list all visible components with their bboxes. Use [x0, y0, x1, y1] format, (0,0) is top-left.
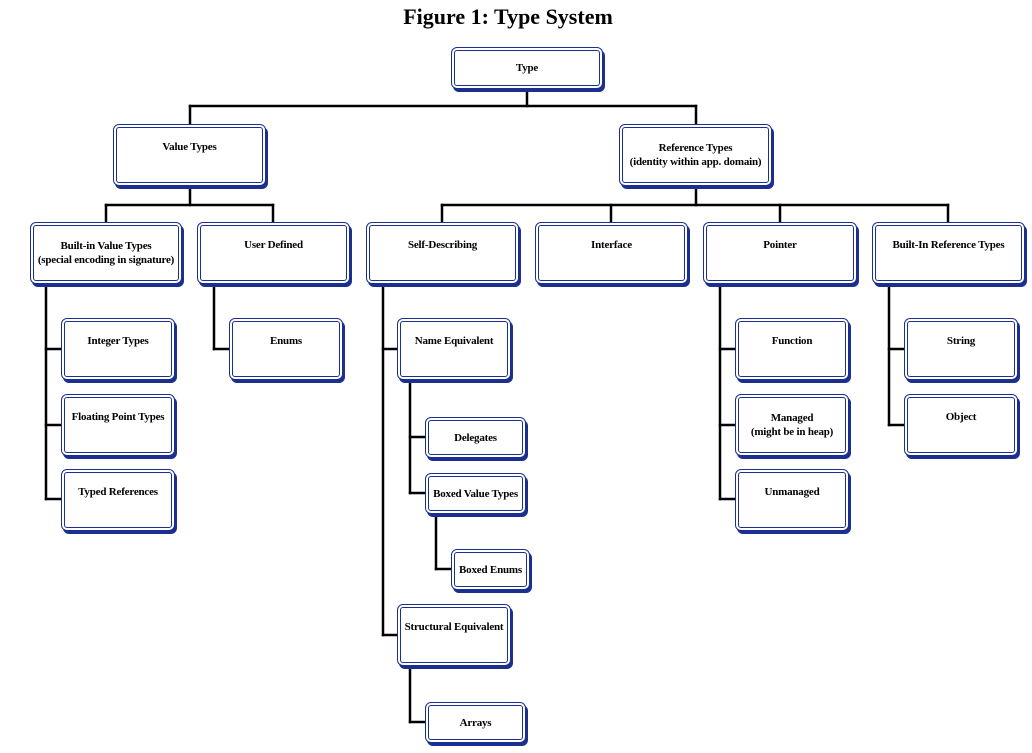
- node-pointer: Pointer: [703, 222, 857, 284]
- node-label: Managed: [770, 412, 814, 424]
- node-label: Object: [945, 411, 977, 423]
- node-type: Type: [451, 47, 603, 89]
- node-structural-equivalent: Structural Equivalent: [397, 604, 511, 666]
- node-integer-types: Integer Types: [61, 318, 175, 380]
- node-label: User Defined: [244, 239, 303, 251]
- node-label: Delegates: [454, 431, 497, 444]
- node-label: (special encoding in signature): [37, 254, 175, 266]
- figure-title: Figure 1: Type System: [403, 4, 613, 29]
- node-label: Built-in Value Types: [60, 240, 152, 252]
- node-label: Integer Types: [87, 335, 149, 347]
- node-user-defined: User Defined: [197, 222, 350, 284]
- node-label: Pointer: [763, 239, 797, 251]
- node-delegates: Delegates: [425, 417, 526, 458]
- node-label: Typed References: [78, 486, 158, 498]
- node-label: Interface: [591, 239, 632, 251]
- node-label: (might be in heap): [750, 426, 834, 438]
- node-label: Function: [771, 335, 813, 347]
- node-builtin-reference-types: Built-In Reference Types: [872, 222, 1025, 284]
- node-interface: Interface: [535, 222, 688, 284]
- node-label: Type: [515, 62, 539, 74]
- node-reference-types: Reference Types (identity within app. dom…: [619, 124, 772, 186]
- node-enums: Enums: [229, 318, 343, 380]
- node-label: Enums: [269, 335, 303, 347]
- node-name-equivalent: Name Equivalent: [397, 318, 511, 380]
- node-builtin-value-types: Built-in Value Types (special encoding in…: [30, 222, 182, 284]
- node-boxed-enums: Boxed Enums: [451, 549, 530, 590]
- node-self-describing: Self-Describing: [366, 222, 519, 284]
- node-string: String: [904, 318, 1018, 380]
- node-label: Floating Point Types: [71, 411, 165, 423]
- node-label: Reference Types: [658, 142, 733, 154]
- node-label: Structural Equivalent: [404, 621, 504, 633]
- node-label: Boxed Enums: [459, 563, 522, 576]
- node-label: Arrays: [459, 716, 492, 729]
- node-label: Unmanaged: [764, 486, 820, 498]
- node-arrays: Arrays: [425, 702, 526, 743]
- node-label: Value Types: [162, 141, 217, 153]
- node-label: Self-Describing: [407, 239, 478, 251]
- node-label: String: [946, 335, 976, 347]
- node-label: (identity within app. domain): [629, 156, 762, 168]
- node-label: Name Equivalent: [414, 335, 494, 347]
- node-boxed-value-types: Boxed Value Types: [425, 473, 526, 514]
- node-function: Function: [735, 318, 849, 380]
- node-floating-point-types: Floating Point Types: [61, 394, 175, 456]
- node-managed: Managed (might be in heap): [735, 394, 849, 456]
- node-unmanaged: Unmanaged: [735, 469, 849, 531]
- node-object: Object: [904, 394, 1018, 456]
- node-value-types: Value Types: [113, 124, 266, 186]
- node-label: Boxed Value Types: [433, 487, 518, 500]
- node-label: Built-In Reference Types: [892, 239, 1005, 251]
- node-typed-references: Typed References: [61, 469, 175, 531]
